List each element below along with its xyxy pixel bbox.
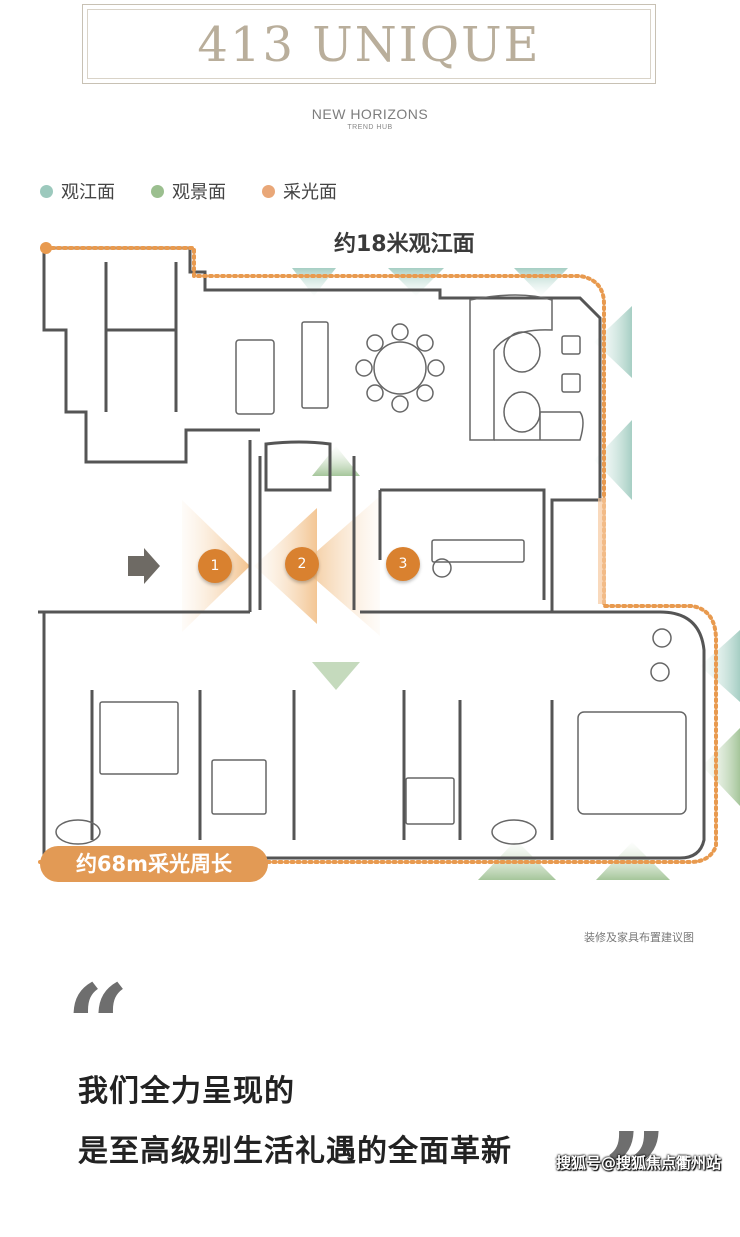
bed-master-left bbox=[99, 701, 179, 775]
floor-plan bbox=[38, 242, 740, 880]
study-desk bbox=[431, 539, 525, 563]
view-arrow-right bbox=[702, 728, 740, 806]
lounge-chair-right-1 bbox=[652, 628, 672, 648]
kitchen-island bbox=[301, 321, 329, 409]
perimeter-line bbox=[38, 246, 718, 864]
perimeter-start-dot bbox=[40, 242, 52, 254]
brand-frame: 413 UNIQUE bbox=[82, 4, 656, 84]
bathtub-right bbox=[491, 819, 537, 845]
wall-bedroom-dividers bbox=[90, 690, 554, 840]
plan-caption: 装修及家具布置建议图 bbox=[584, 931, 694, 944]
bed-room-4 bbox=[405, 777, 455, 825]
legend-dot-river bbox=[40, 184, 53, 198]
river-arrow-3 bbox=[514, 268, 568, 296]
legend-label-view: 观景面 bbox=[172, 182, 226, 203]
study-round-table bbox=[432, 558, 452, 578]
river-view-label: 约18米观江面 bbox=[334, 232, 475, 257]
legend: 观江面 观景面 采光面 bbox=[40, 178, 337, 204]
river-arrow-5 bbox=[594, 420, 632, 500]
furniture bbox=[55, 294, 687, 845]
sofa-main bbox=[235, 339, 275, 415]
river-arrow-1 bbox=[292, 268, 336, 296]
legend-item-view: 观景面 bbox=[151, 178, 226, 204]
light-cone-3 bbox=[300, 496, 380, 636]
armchair-1 bbox=[561, 335, 581, 355]
armchair-2 bbox=[561, 373, 581, 393]
lounge-chair-right-2 bbox=[650, 662, 670, 682]
light-marker-3: 3 bbox=[386, 547, 420, 581]
lounge-sofa bbox=[469, 294, 553, 441]
view-arrow-bottom-1 bbox=[478, 840, 556, 880]
coffee-table-1 bbox=[503, 331, 541, 373]
wall-bottom-wing bbox=[38, 610, 706, 860]
brand-subtitle-small: TREND HUB bbox=[347, 124, 393, 131]
legend-dot-light bbox=[262, 184, 275, 198]
dining-table bbox=[373, 341, 427, 395]
headline-line-2: 是至高级别生活礼遇的全面革新 bbox=[78, 1134, 512, 1169]
lounge-sofa-2 bbox=[494, 411, 584, 441]
view-arrow-up bbox=[312, 446, 360, 476]
wall-kitchen bbox=[104, 262, 178, 412]
dining-chairs bbox=[355, 323, 445, 413]
wall-top-wing bbox=[44, 246, 602, 612]
watermark: 搜狐号@搜狐焦点衢州站 bbox=[556, 1154, 722, 1172]
quote-close-mark: ” bbox=[604, 1108, 668, 1237]
river-arrow-2 bbox=[388, 268, 444, 296]
bed-room-2 bbox=[211, 759, 267, 815]
legend-item-light: 采光面 bbox=[262, 178, 337, 204]
entry-arrow bbox=[128, 548, 160, 584]
brand-subtitle: NEW HORIZONS bbox=[311, 106, 429, 122]
wall-corridor bbox=[248, 440, 356, 612]
coffee-table-2 bbox=[503, 391, 541, 433]
legend-dot-view bbox=[151, 184, 164, 198]
legend-item-river: 观江面 bbox=[40, 178, 115, 204]
light-marker-1: 1 bbox=[198, 549, 232, 583]
perimeter-badge: 约68m采光周长 bbox=[40, 846, 268, 882]
wall-stair bbox=[264, 440, 332, 492]
legend-label-light: 采光面 bbox=[283, 182, 337, 203]
walls bbox=[38, 246, 706, 860]
brand-frame-inner bbox=[87, 9, 651, 79]
headline-line-1: 我们全力呈现的 bbox=[78, 1074, 295, 1109]
light-marker-2: 2 bbox=[285, 547, 319, 581]
wall-study bbox=[378, 488, 546, 600]
river-arrow-4 bbox=[594, 306, 632, 378]
view-arrow-down bbox=[312, 662, 360, 690]
legend-label-river: 观江面 bbox=[61, 182, 115, 203]
light-band-right bbox=[598, 498, 606, 604]
bathtub-left bbox=[55, 819, 101, 845]
quote-open-mark: “ bbox=[66, 960, 130, 1089]
river-arrow-6 bbox=[700, 630, 740, 702]
brand-title: 413 UNIQUE bbox=[197, 17, 541, 73]
wall-west-wing bbox=[42, 248, 260, 464]
bed-master-right bbox=[577, 711, 687, 815]
